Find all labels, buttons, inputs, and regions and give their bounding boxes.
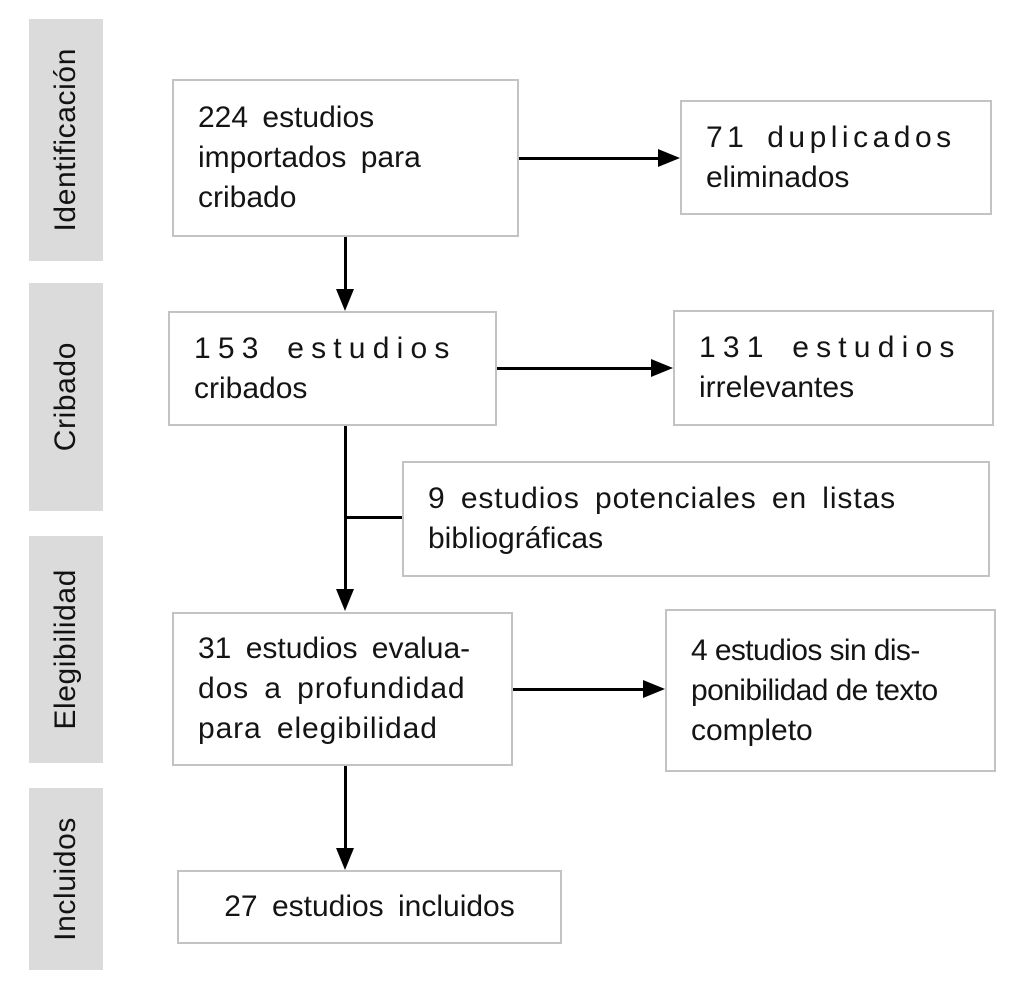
arrow-assessed-to-included-line <box>344 766 347 848</box>
box-text-line: 9 estudios potenciales en listas <box>428 482 897 515</box>
stage-label-included: Incluidos <box>49 817 82 941</box>
box-text-line: 153 estudios <box>194 331 457 365</box>
box-assessed-for-eligibility: 31 estudios evalua- dos a profundidad pa… <box>172 612 513 766</box>
stage-label-identification: Identificación <box>49 48 82 232</box>
stage-band-screening: Cribado <box>29 283 103 511</box>
box-text-line: cribado <box>198 181 297 214</box>
box-text-line: 224 estudios <box>198 101 375 134</box>
stage-band-identification: Identificación <box>29 19 103 261</box>
arrow-imported-to-duplicates-line <box>519 157 658 160</box>
arrow-assessed-to-nofulltext-arrowhead-icon <box>643 680 665 698</box>
box-studies-imported: 224 estudios importados para cribado <box>172 79 519 237</box>
box-text-line: completo <box>691 713 813 747</box>
box-text-line: 4 estudios sin dis- <box>691 633 920 667</box>
stage-label-screening: Cribado <box>49 342 82 452</box>
arrow-screened-to-assessed-line <box>344 426 347 591</box>
box-text-line: 27 estudios incluidos <box>224 890 515 923</box>
stage-band-included: Incluidos <box>29 788 103 970</box>
box-no-fulltext-available: 4 estudios sin dis- ponibilidad de texto… <box>665 609 996 772</box>
box-text-line: 131 estudios <box>699 331 962 364</box>
box-text-line: bibliográficas <box>428 522 604 555</box>
box-text-line: irrelevantes <box>699 371 855 404</box>
stage-band-eligibility: Elegibilidad <box>29 536 103 763</box>
box-text-line: importados para <box>198 141 421 174</box>
box-text-line: ponibilidad de texto <box>691 673 938 707</box>
box-text-line: para elegibilidad <box>198 712 438 745</box>
box-reference-list-studies: 9 estudios potenciales en listas bibliog… <box>402 461 990 577</box>
connector-reference-lists-line <box>345 516 402 519</box>
box-text-line: cribados <box>194 371 308 405</box>
stage-label-eligibility: Elegibilidad <box>49 569 82 730</box>
box-studies-screened: 153 estudios cribados <box>168 311 497 426</box>
box-duplicates-removed: 71 duplicados eliminados <box>680 100 992 215</box>
box-studies-irrelevant: 131 estudios irrelevantes <box>673 310 994 426</box>
arrow-screened-to-irrelevant-line <box>497 367 651 370</box>
arrow-assessed-to-included-arrowhead-icon <box>336 848 354 870</box>
box-text-line: 71 duplicados <box>706 120 956 154</box>
arrow-imported-to-duplicates-arrowhead-icon <box>658 149 680 167</box>
arrow-imported-to-screened-line <box>344 237 347 291</box>
arrow-imported-to-screened-arrowhead-icon <box>336 289 354 311</box>
arrow-screened-to-assessed-arrowhead-icon <box>336 589 354 611</box>
box-studies-included: 27 estudios incluidos <box>177 870 562 944</box>
box-text-line: eliminados <box>706 160 850 194</box>
arrow-assessed-to-nofulltext-line <box>513 688 643 691</box>
box-text-line: 31 estudios evalua- <box>198 632 471 665</box>
box-text-line: dos a profundidad <box>198 672 466 705</box>
arrow-screened-to-irrelevant-arrowhead-icon <box>651 359 673 377</box>
